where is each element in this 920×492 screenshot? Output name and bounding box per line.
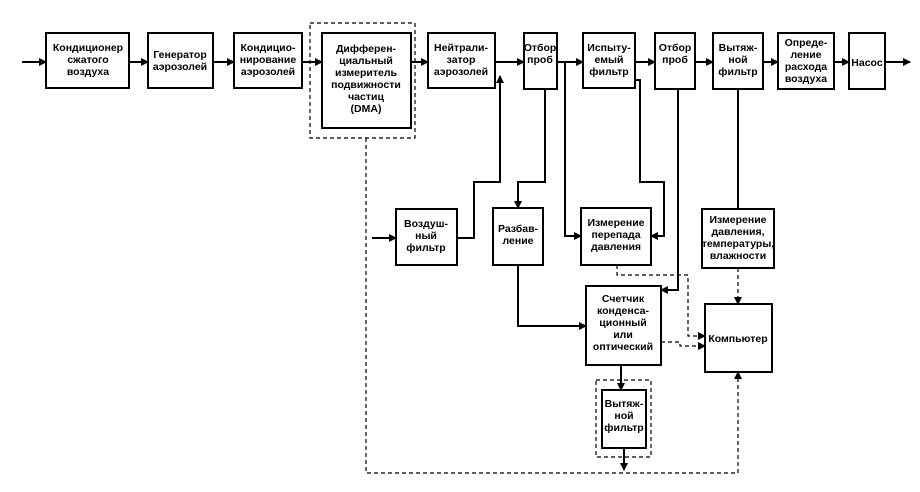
svg-text:Компьютер: Компьютер bbox=[708, 333, 767, 345]
node-computer: Компьютер bbox=[704, 303, 773, 373]
node-pump: Насос bbox=[848, 32, 886, 90]
node-dilution: Разбав-ление bbox=[492, 207, 544, 266]
svg-text:Насос: Насос bbox=[851, 57, 883, 69]
signal-lines bbox=[309, 22, 742, 474]
branch-connectors bbox=[372, 62, 739, 471]
svg-text:Разбав-ление: Разбав-ление bbox=[498, 223, 539, 247]
